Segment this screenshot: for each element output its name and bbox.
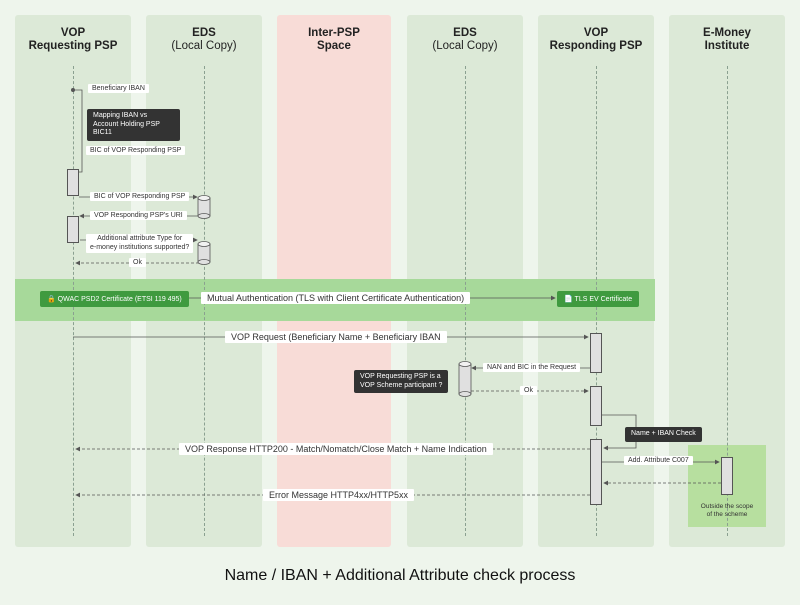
msg-error-message: Error Message HTTP4xx/HTTP5xx bbox=[263, 489, 415, 501]
lane-title-line1: EDS bbox=[453, 27, 477, 39]
lane-title-line2: Space bbox=[317, 40, 351, 52]
tls-ev-certificate-label: TLS EV Certificate bbox=[574, 296, 633, 303]
msg-add-attribute: Add. Attribute C007 bbox=[624, 456, 693, 465]
lane-title-line1: VOP bbox=[60, 27, 86, 39]
lane-title-line1: E-Money bbox=[703, 27, 751, 39]
msg-nan-bic: NAN and BIC in the Request bbox=[483, 363, 581, 372]
database-icon bbox=[197, 195, 211, 219]
lifeline-emoney bbox=[727, 66, 728, 536]
lane-title: EDS(Local Copy) bbox=[146, 27, 262, 53]
activation-bar bbox=[721, 457, 733, 495]
activation-bar bbox=[590, 333, 602, 373]
note-scheme-participant: VOP Requesting PSP is a VOP Scheme parti… bbox=[354, 370, 449, 393]
tls-ev-certificate-badge: 📄 TLS EV Certificate bbox=[557, 291, 640, 307]
activation-bar bbox=[67, 216, 79, 243]
lane-title-line1: EDS bbox=[192, 27, 216, 39]
database-icon bbox=[197, 241, 211, 265]
lane-title-line2: Institute bbox=[704, 40, 750, 52]
lock-icon: 🔒 bbox=[47, 296, 56, 303]
activation-bar bbox=[590, 439, 602, 505]
lane-title-line2: Requesting PSP bbox=[28, 40, 118, 52]
lane-title: EDS(Local Copy) bbox=[407, 27, 523, 53]
activation-bar bbox=[67, 169, 79, 196]
lane-title-line2: (Local Copy) bbox=[171, 40, 237, 52]
lane-title-line2: Responding PSP bbox=[549, 40, 643, 52]
note-name-iban-check: Name + IBAN Check bbox=[625, 427, 702, 442]
msg-bic-responding-to-eds: BIC of VOP Responding PSP bbox=[90, 192, 190, 201]
note-mapping: Mapping IBAN vs Account Holding PSP BIC1… bbox=[87, 109, 180, 141]
msg-vop-response: VOP Response HTTP200 - Match/Nomatch/Clo… bbox=[179, 443, 493, 455]
lane-title-line1: VOP bbox=[583, 27, 609, 39]
start-dot bbox=[71, 88, 75, 92]
msg-vop-request: VOP Request (Beneficiary Name + Benefici… bbox=[225, 331, 447, 343]
msg-additional-attribute-type: Additional attribute Type for e-money in… bbox=[86, 234, 194, 253]
msg-bic-responding: BIC of VOP Responding PSP bbox=[86, 146, 186, 155]
lane-title-line2: (Local Copy) bbox=[432, 40, 498, 52]
msg-ok: Ok bbox=[129, 258, 146, 267]
msg-responding-uri: VOP Responding PSP's URI bbox=[90, 211, 187, 220]
qwac-certificate-badge: 🔒 QWAC PSD2 Certificate (ETSI 119 495) bbox=[40, 291, 189, 307]
msg-beneficiary-iban: Beneficiary IBAN bbox=[88, 84, 149, 93]
lane-title-line1: Inter-PSP bbox=[308, 27, 360, 39]
document-icon: 📄 bbox=[564, 296, 573, 303]
database-icon bbox=[458, 361, 472, 397]
msg-ok-2: Ok bbox=[520, 386, 537, 395]
diagram-title: Name / IBAN + Additional Attribute check… bbox=[224, 567, 576, 584]
msg-mutual-authentication: Mutual Authentication (TLS with Client C… bbox=[201, 292, 471, 304]
out-of-scope-note: Outside the scope of the scheme bbox=[700, 503, 754, 518]
qwac-certificate-label: QWAC PSD2 Certificate (ETSI 119 495) bbox=[57, 296, 182, 303]
activation-bar bbox=[590, 386, 602, 426]
